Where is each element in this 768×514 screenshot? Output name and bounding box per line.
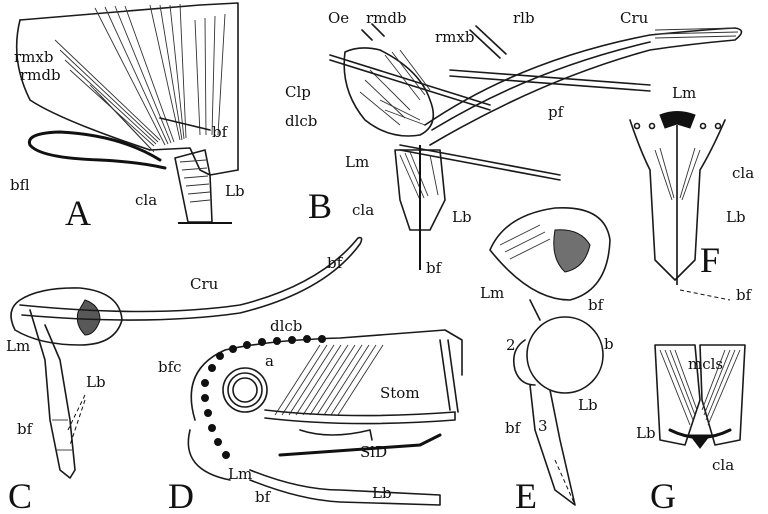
label-c-cru: Cru: [190, 275, 219, 293]
label-a-bfl: bfl: [10, 176, 30, 194]
label-d-bfc: bfc: [158, 358, 182, 376]
label-c-bf-top: bf: [327, 254, 344, 272]
panel-d: dlcb bfc a Stom SlD Lm bf Lb D: [158, 317, 462, 514]
label-f-lm: Lm: [672, 84, 696, 102]
label-e-bf: bf: [588, 296, 605, 314]
label-d-dlcb: dlcb: [270, 317, 302, 335]
label-b-cla: cla: [352, 201, 374, 219]
label-d-sld: SlD: [360, 443, 387, 461]
label-c-lm: Lm: [6, 337, 30, 355]
label-g-lb: Lb: [636, 424, 656, 442]
label-e-lb: Lb: [578, 396, 598, 414]
label-b-pf: pf: [548, 103, 565, 121]
label-d-stom: Stom: [380, 384, 420, 402]
panel-e: Lm bf b 2 3 Lb bf E: [480, 208, 614, 514]
label-b-oe: Oe: [328, 9, 349, 27]
label-d-lb: Lb: [372, 484, 392, 502]
label-a-cla: cla: [135, 191, 157, 209]
label-b-lm: Lm: [345, 153, 369, 171]
label-g-mcls: mcls: [688, 355, 723, 373]
panel-a: rmxb rmdb bf bfl cla Lb A: [10, 3, 245, 233]
label-b-lb: Lb: [452, 208, 472, 226]
label-c-lb: Lb: [86, 373, 106, 391]
panel-c: Cru bf Lm Lb bf C: [6, 238, 362, 514]
label-b-dlcb: dlcb: [285, 112, 317, 130]
label-e-two: 2: [506, 336, 516, 354]
panel-e-letter: E: [515, 476, 537, 514]
panel-g-letter: G: [650, 476, 676, 514]
label-e-bf-low: bf: [505, 419, 522, 437]
panel-b-letter: B: [308, 186, 332, 226]
label-e-lm: Lm: [480, 284, 504, 302]
label-a-bf: bf: [212, 123, 229, 141]
label-c-bf: bf: [17, 420, 34, 438]
panel-f: Lm cla Lb bf F: [630, 84, 754, 304]
panel-a-letter: A: [65, 193, 91, 233]
label-e-three: 3: [538, 417, 548, 435]
panel-g: mcls Lb cla G: [636, 345, 745, 514]
label-b-rmdb: rmdb: [366, 9, 407, 27]
panel-b: Oe rmdb rmxb rlb Cru Clp pf dlcb Lm cla …: [285, 9, 742, 277]
label-f-cla: cla: [732, 164, 754, 182]
panel-c-letter: C: [8, 476, 32, 514]
label-b-rlb: rlb: [513, 9, 535, 27]
label-e-b: b: [604, 335, 614, 353]
label-a-rmdb: rmdb: [20, 66, 61, 84]
label-a-rmxb: rmxb: [14, 48, 53, 66]
label-b-cru: Cru: [620, 9, 649, 27]
label-d-bf: bf: [255, 488, 272, 506]
label-b-bf: bf: [426, 259, 443, 277]
label-g-cla: cla: [712, 456, 734, 474]
label-b-clp: Clp: [285, 83, 311, 101]
label-d-lm: Lm: [228, 465, 252, 483]
panel-d-letter: D: [168, 476, 194, 514]
panel-f-letter: F: [700, 240, 720, 280]
label-b-rmxb: rmxb: [435, 28, 474, 46]
label-a-lb: Lb: [225, 182, 245, 200]
label-f-lb: Lb: [726, 208, 746, 226]
label-d-a: a: [265, 352, 274, 370]
label-f-bf: bf: [736, 286, 753, 304]
